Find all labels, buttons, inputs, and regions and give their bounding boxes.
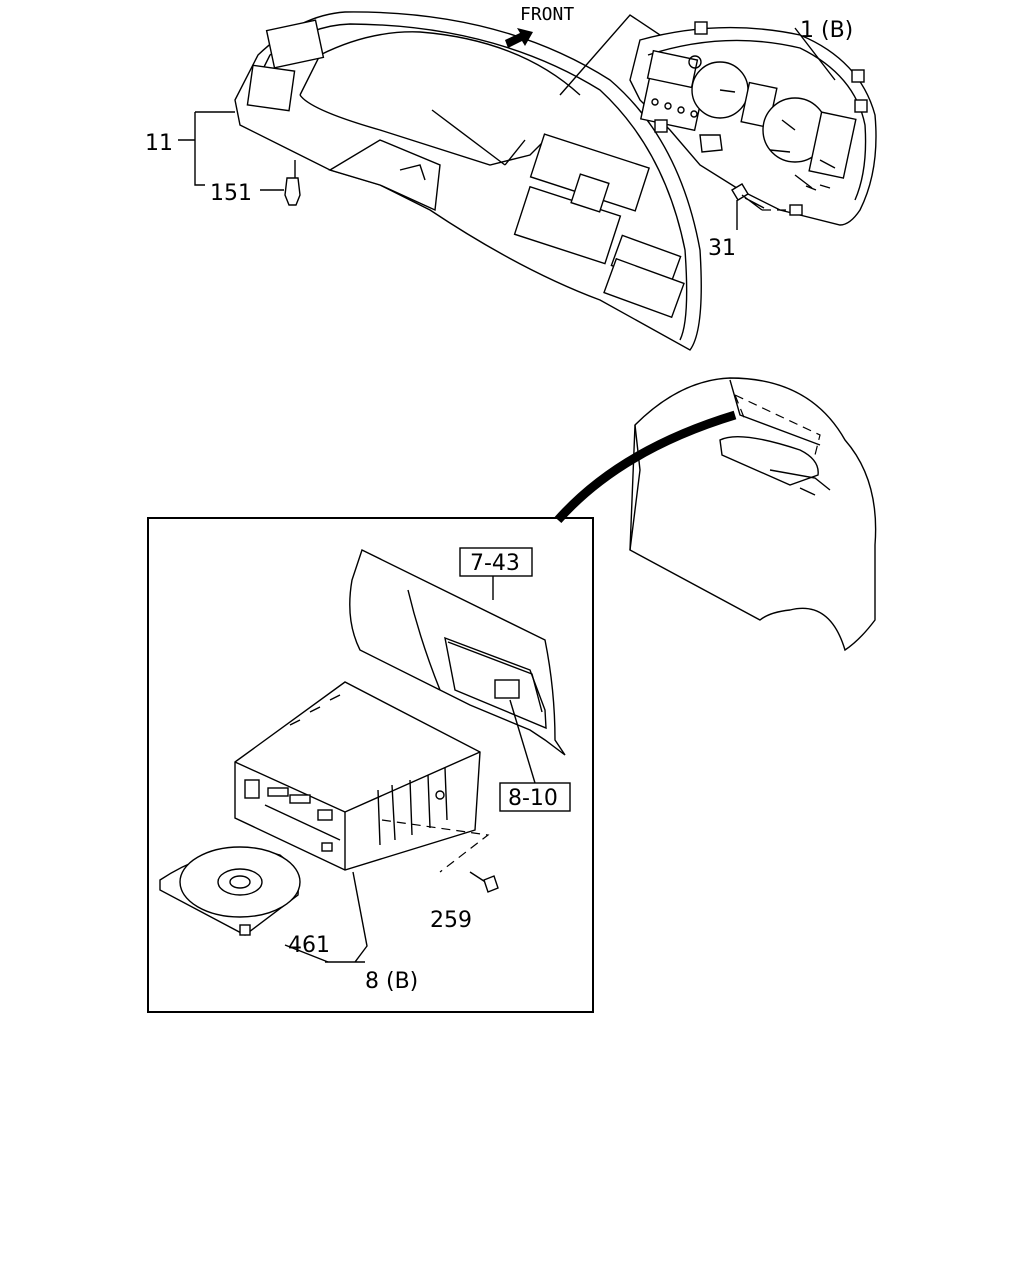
detail-frame [147, 517, 594, 1013]
leader-8b [325, 871, 368, 963]
label-front: FRONT [520, 4, 574, 25]
label-screw: 31 [708, 236, 736, 261]
label-ref-8-10: 8-10 [508, 786, 558, 811]
leader-8-10 [509, 699, 536, 784]
leader-11 [178, 111, 235, 186]
leader-461 [284, 944, 329, 963]
ref-box-8-10 [499, 782, 571, 812]
meter-cluster [629, 21, 877, 226]
ref-box-7-43 [459, 547, 533, 577]
instrument-panel [234, 11, 702, 351]
label-bolt: 259 [430, 908, 472, 933]
label-clip: 151 [210, 181, 252, 206]
leader-meter [794, 27, 836, 81]
label-panel: 11 [145, 131, 173, 156]
screw-31 [731, 183, 792, 230]
bolt-259 [381, 819, 499, 893]
connector-curve [554, 410, 737, 523]
label-meter: 1 (B) [800, 18, 853, 43]
front-arrow-icon [505, 28, 533, 48]
label-ref-7-43: 7-43 [470, 551, 520, 576]
console-housing [629, 377, 877, 652]
clip-part [260, 160, 301, 206]
label-unit: 8 (B) [365, 969, 418, 994]
audio-unit [234, 681, 481, 871]
disc-461 [159, 846, 301, 936]
